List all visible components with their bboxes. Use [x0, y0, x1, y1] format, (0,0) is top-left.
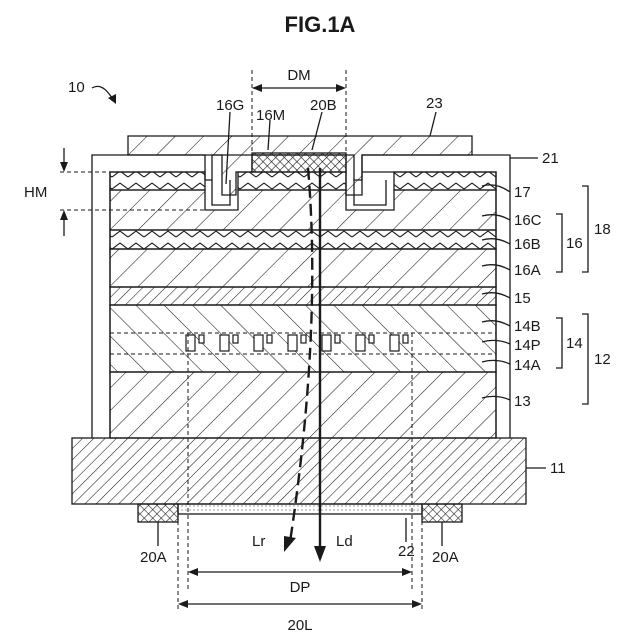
- label-16b: 16B: [514, 236, 541, 253]
- pc-hole-large: [220, 335, 229, 351]
- pc-hole-large: [254, 335, 263, 351]
- label-ld: Ld: [336, 533, 353, 550]
- label-20a-right: 20A: [432, 549, 459, 566]
- layer-17: [110, 172, 496, 190]
- pc-hole-small: [199, 335, 204, 343]
- bracket-18: [582, 186, 588, 272]
- label-22: 22: [398, 543, 415, 560]
- label-14p: 14P: [514, 337, 541, 354]
- pc-hole-small: [369, 335, 374, 343]
- label-21: 21: [542, 150, 559, 167]
- label-13: 13: [514, 393, 531, 410]
- pc-hole-large: [390, 335, 399, 351]
- label-17: 17: [514, 184, 531, 201]
- bracket-14: [556, 318, 562, 368]
- label-15: 15: [514, 290, 531, 307]
- label-14: 14: [566, 335, 583, 352]
- pc-hole-small: [335, 335, 340, 343]
- figure-title: FIG.1A: [285, 12, 356, 37]
- layer-15: [110, 287, 496, 305]
- label-14b: 14B: [514, 318, 541, 335]
- label-16a: 16A: [514, 262, 541, 279]
- label-11: 11: [550, 460, 566, 477]
- pc-hole-large: [356, 335, 365, 351]
- contact-20b: [252, 153, 346, 172]
- label-hm: HM: [24, 184, 47, 201]
- label-dm: DM: [287, 67, 310, 84]
- label-dp: DP: [290, 579, 311, 596]
- bracket-16: [556, 214, 562, 272]
- substrate-11: [72, 438, 526, 504]
- label-12: 12: [594, 351, 611, 368]
- label-16m: 16M: [256, 107, 285, 124]
- label-lr: Lr: [252, 533, 265, 550]
- pc-hole-small: [233, 335, 238, 343]
- pc-hole-small: [403, 335, 408, 343]
- pc-hole-large: [186, 335, 195, 351]
- pc-hole-large: [288, 335, 297, 351]
- bracket-12: [582, 314, 588, 404]
- label-device-10: 10: [68, 79, 85, 96]
- pc-hole-small: [267, 335, 272, 343]
- layer-13: [110, 372, 496, 438]
- label-14a: 14A: [514, 357, 541, 374]
- film-22: [178, 504, 422, 514]
- layer-16b: [110, 230, 496, 249]
- electrode-20a-left: [138, 504, 178, 522]
- layer-16a: [110, 249, 496, 287]
- pc-hole-large: [322, 335, 331, 351]
- label-23: 23: [426, 95, 443, 112]
- label-20a-left: 20A: [140, 549, 167, 566]
- label-16c: 16C: [514, 212, 542, 229]
- label-16: 16: [566, 235, 583, 252]
- electrode-20a-right: [422, 504, 462, 522]
- device-ref-arrow: [92, 86, 112, 98]
- label-20l: 20L: [287, 617, 312, 634]
- label-20b: 20B: [310, 97, 337, 114]
- label-16g: 16G: [216, 97, 244, 114]
- label-18: 18: [594, 221, 611, 238]
- pc-hole-small: [301, 335, 306, 343]
